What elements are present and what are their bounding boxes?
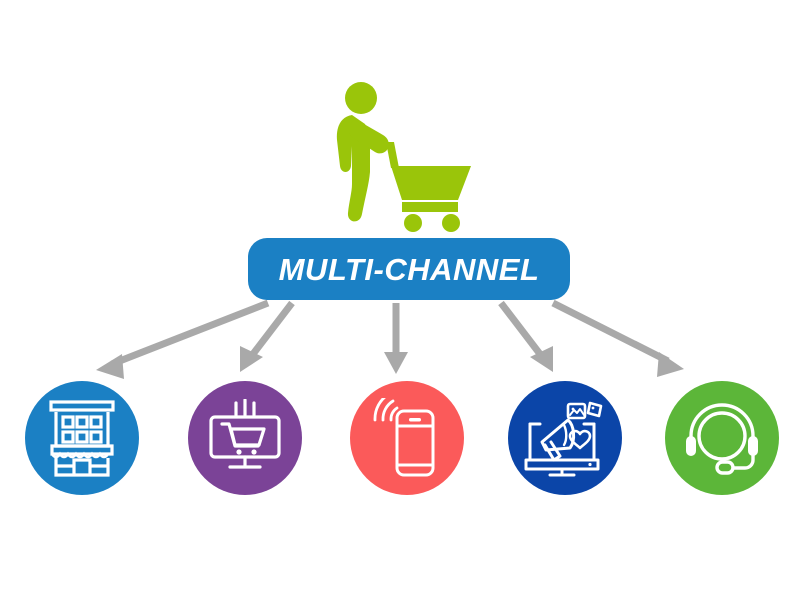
shopper-with-cart-icon [336,82,471,232]
arrow-connector-3 [384,303,408,374]
channel-node-social-media[interactable] [508,381,622,495]
arrow-connector-5 [551,299,684,377]
megaphone-social-monitor-icon [524,401,603,477]
desktop-shopping-cart-icon [209,399,281,469]
channel-node-e-commerce[interactable] [188,381,302,495]
channel-node-call-center[interactable] [665,381,779,495]
channel-node-mobile[interactable] [350,381,464,495]
arrow-connector-1 [96,299,270,379]
headset-support-icon [686,403,758,475]
store-building-icon [49,400,115,477]
banner-label: MULTI-CHANNEL [278,251,540,287]
arrow-connector-4 [498,300,553,372]
channel-node-retail-store[interactable] [25,381,139,495]
multi-channel-banner: MULTI-CHANNEL [248,238,570,300]
smartphone-signal-icon [373,398,435,477]
arrow-connector-2 [240,300,295,372]
